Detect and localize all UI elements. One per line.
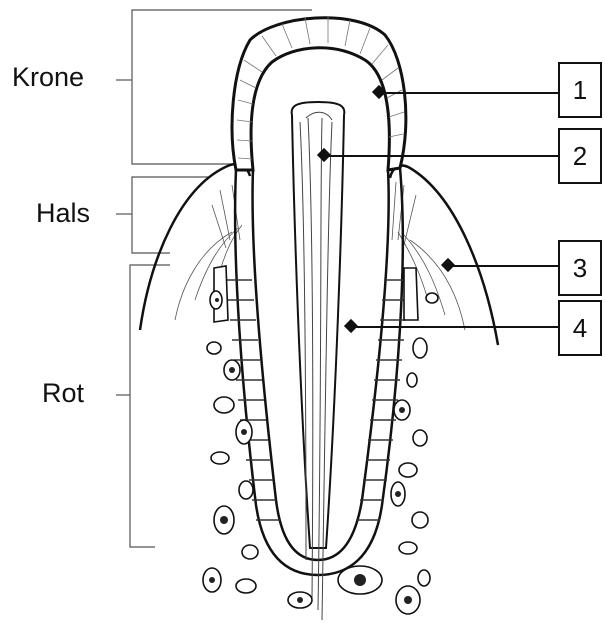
pulp-cavity xyxy=(292,102,345,548)
callout-box-2: 2 xyxy=(558,128,602,184)
crown-label: Krone xyxy=(12,64,84,91)
leader-marker-4 xyxy=(345,320,356,331)
neck-label: Hals xyxy=(36,200,90,227)
root-bracket xyxy=(130,265,170,547)
gingiva-left xyxy=(140,164,250,330)
callout-box-3: 3 xyxy=(558,240,602,296)
leader-marker-3 xyxy=(442,259,453,270)
root-label: Rot xyxy=(42,380,84,407)
callout-box-1: 1 xyxy=(558,62,602,118)
callout-box-4: 4 xyxy=(558,300,602,356)
